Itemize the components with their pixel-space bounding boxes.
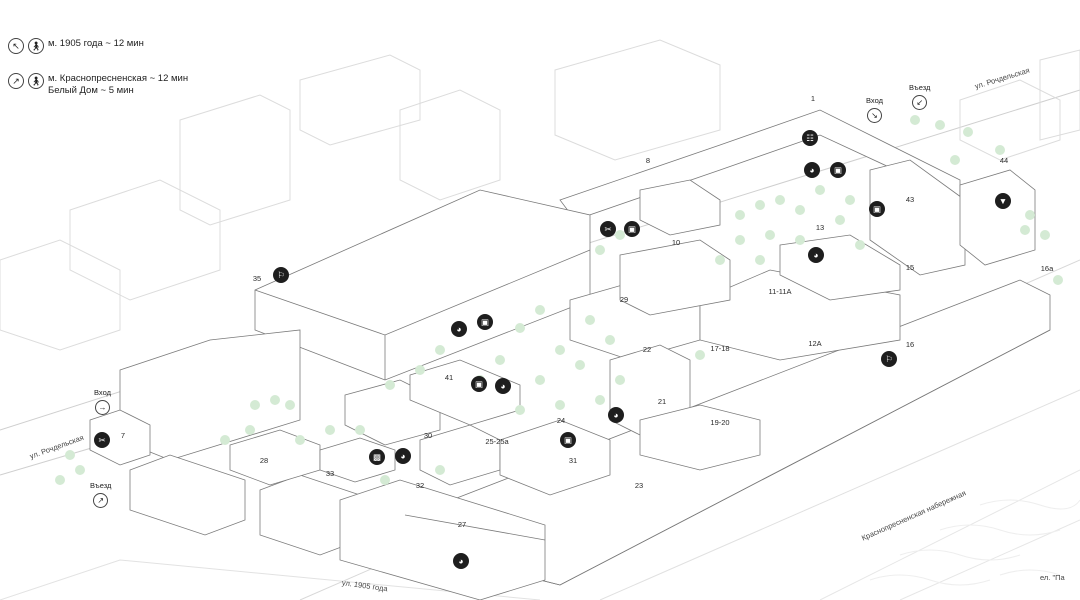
legend-text: м. Краснопресненская ~ 12 мин [48,73,189,84]
building-number: 41 [444,373,454,382]
legend-metro-krasnopresnenskaya: ↗ 🚶︎ м. Краснопресненская ~ 12 мин Белый… [8,73,188,97]
scissors-icon[interactable]: ✂ [94,432,110,448]
arrow-down-left-icon: ↙ [912,95,928,110]
vehicle-entry-label: Въезд [90,481,112,490]
entrance-top: Вход ↘ [866,96,883,123]
legend-metro-1905: ↖ 🚶︎ м. 1905 года ~ 12 мин [8,38,144,54]
cafe-bowl-icon[interactable]: ◕ [453,553,469,569]
legend-text-2: Белый Дом ~ 5 мин [48,85,134,96]
scissors-icon[interactable]: ✂ [600,221,616,237]
arrow-up-right-icon: ↗ [8,73,24,89]
building-number: 21 [657,397,667,406]
building-number: 30 [423,431,433,440]
building-number: 8 [645,156,651,165]
arrow-down-right-icon: ↘ [866,108,882,123]
shopping-bag-icon[interactable]: ▣ [624,221,640,237]
trees [55,115,1063,485]
building-number: 33 [325,469,335,478]
building-number: 10 [671,238,681,247]
cafe-bowl-icon[interactable]: ◕ [608,407,624,423]
arrow-up-left-icon: ↖ [8,38,24,54]
shopping-bag-icon[interactable]: ▣ [471,376,487,392]
building-number: 43 [905,195,915,204]
building-number: 19-20 [710,418,730,427]
building-number: 23 [634,481,644,490]
fitness-icon[interactable]: ⚐ [881,351,897,367]
building-number: 44 [999,156,1009,165]
restaurant-icon[interactable]: ☷ [802,130,818,146]
bakery-icon[interactable]: ▩ [369,449,385,465]
building-number: 13 [815,223,825,232]
shopping-bag-icon[interactable]: ▣ [477,314,493,330]
arrow-right-icon: → [94,400,110,415]
building-number: 22 [642,345,652,354]
entrance-label: Вход [94,388,111,397]
entrance-left: Вход → [94,388,111,415]
cafe-bowl-icon[interactable]: ◕ [495,378,511,394]
building-number: 29 [619,295,629,304]
walk-icon: 🚶︎ [28,38,44,54]
building-number: 24 [556,416,566,425]
building-number: 35 [252,274,262,283]
building-number: 25-25а [485,437,509,446]
building-number: 32 [415,481,425,490]
building-number: 12А [808,339,822,348]
shopping-bag-icon[interactable]: ▣ [869,201,885,217]
shopping-bag-icon[interactable]: ▣ [560,432,576,448]
building-number: 17-18 [710,344,730,353]
cafe-bowl-icon[interactable]: ◕ [808,247,824,263]
building-number: 16а [1040,264,1054,273]
complex-buildings [89,109,1051,600]
building-number: 15 [905,263,915,272]
street-corner: ел. "Па [1040,573,1065,582]
building-number: 16 [905,340,915,349]
cafe-bowl-icon[interactable]: ◕ [804,162,820,178]
river-hatch [869,499,1080,586]
walk-icon: 🚶︎ [28,73,44,89]
building-number: 27 [457,520,467,529]
entrance-label: Вход [866,96,883,105]
fitness-icon[interactable]: ⚐ [273,267,289,283]
vehicle-entry-label: Въезд [909,83,931,92]
building-number: 28 [259,456,269,465]
vehicle-entry-top: Въезд ↙ [909,83,930,110]
legend-text: м. 1905 года ~ 12 мин [48,38,144,49]
wine-glass-icon[interactable]: ▼ [995,193,1011,209]
shopping-bag-icon[interactable]: ▣ [830,162,846,178]
arrow-up-right-icon: ↗ [93,493,109,508]
building-number: 1 [810,94,816,103]
building-number: 31 [568,456,578,465]
building-number: 7 [120,431,126,440]
building-number: 11-11А [768,287,792,296]
cafe-bowl-icon[interactable]: ◕ [451,321,467,337]
cafe-bowl-icon[interactable]: ◕ [395,448,411,464]
vehicle-entry-left: Въезд ↗ [90,481,111,508]
